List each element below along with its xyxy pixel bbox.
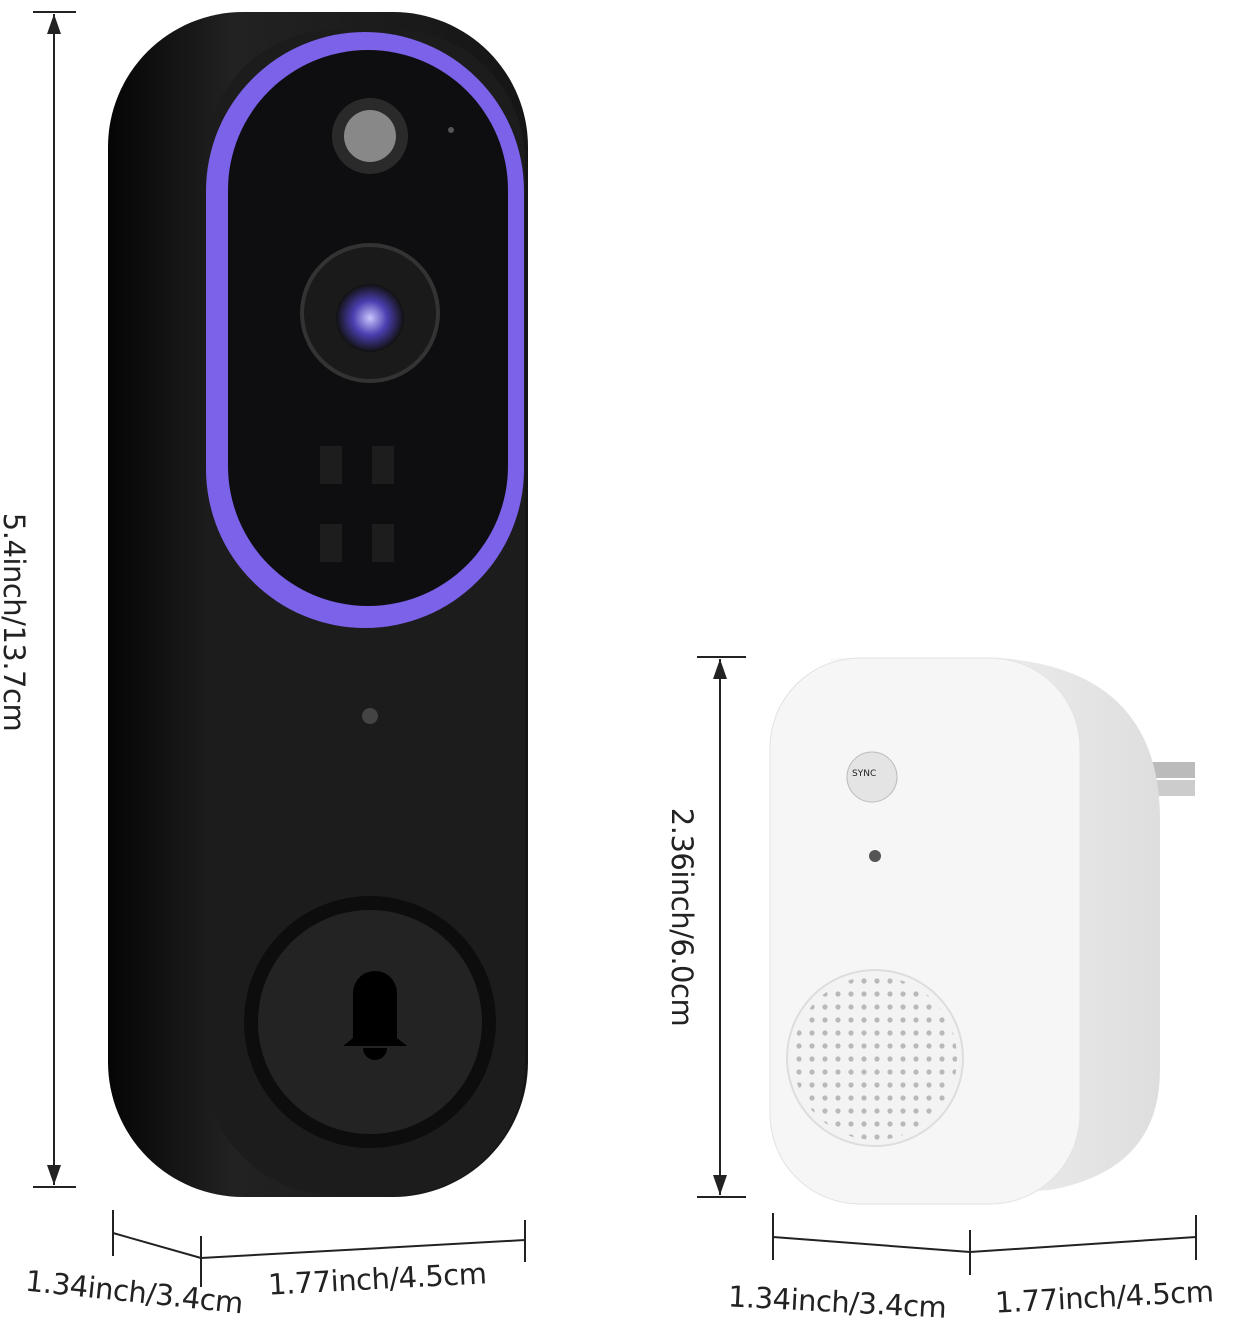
status-led — [362, 708, 378, 724]
plug-prong — [1150, 780, 1195, 796]
video-doorbell — [108, 12, 528, 1197]
dimension-lines — [33, 11, 1197, 1287]
chime-receiver — [769, 657, 1195, 1205]
sync-button-label: SYNC — [852, 769, 877, 779]
doorbell-height-label: 5.4inch/13.7cm — [0, 512, 32, 732]
sync-button — [846, 751, 898, 803]
bell-icon — [343, 971, 407, 1060]
chime-height-label: 2.36inch/6.0cm — [665, 807, 700, 1027]
